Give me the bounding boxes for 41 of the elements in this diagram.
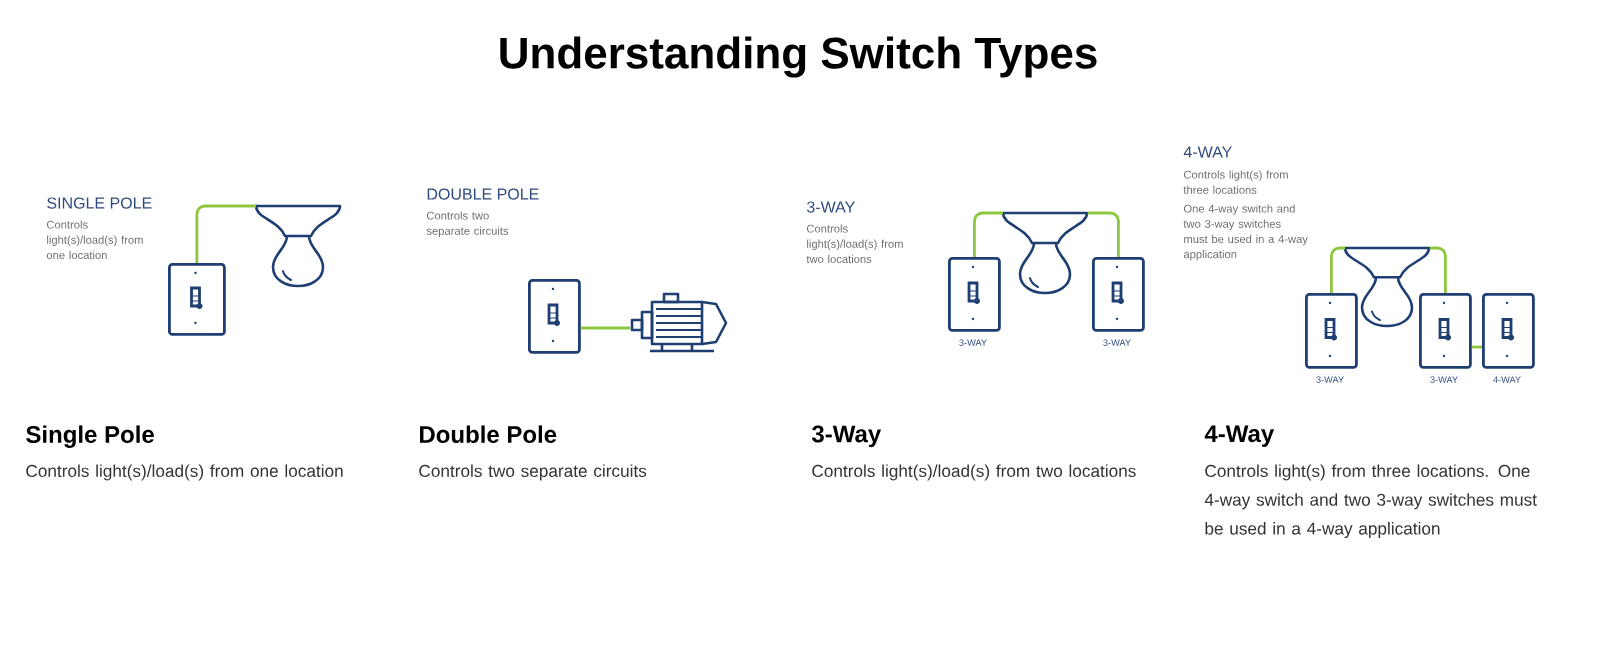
switch-plate bbox=[1419, 293, 1472, 369]
panel-note: Controls light(s) from three locations bbox=[1183, 170, 1288, 194]
light-bulb bbox=[254, 204, 342, 288]
section-heading: Single Pole bbox=[26, 425, 154, 448]
description: Controls light(s)/load(s) from one location bbox=[26, 464, 343, 481]
wire bbox=[1471, 345, 1482, 349]
light-bulb bbox=[1343, 246, 1431, 328]
switch-plate bbox=[1482, 293, 1535, 369]
panel-heading: DOUBLE POLE bbox=[427, 188, 539, 200]
wire bbox=[1429, 246, 1447, 293]
panel-heading: 3-WAY bbox=[807, 201, 855, 213]
description: Controls light(s)/load(s) from two locations bbox=[812, 464, 1136, 481]
wire bbox=[580, 326, 630, 330]
switch-plate bbox=[948, 257, 1001, 332]
switch-label: 3-WAY bbox=[1430, 376, 1458, 383]
section-heading: 4-Way bbox=[1204, 425, 1275, 447]
wire bbox=[195, 204, 256, 263]
switch-label: 3-WAY bbox=[1316, 376, 1344, 383]
description: Controls light(s) from three locations. One 4-way switch and two 3-way switches must be used in a 4-way application bbox=[1204, 464, 1537, 539]
switch-plate bbox=[168, 263, 226, 336]
panel-note: Controls light(s)/load(s) from two locations bbox=[806, 224, 903, 263]
switch-label: 4-WAY bbox=[1493, 376, 1521, 383]
section-heading: Double Pole bbox=[420, 425, 557, 443]
panel-heading: SINGLE POLE bbox=[47, 197, 152, 209]
panel-note: Controls light(s)/load(s) from one location bbox=[46, 220, 143, 259]
switch-plate bbox=[1305, 293, 1358, 369]
title: Understanding Switch Types bbox=[500, 36, 1097, 78]
wire bbox=[1330, 246, 1345, 293]
section-heading: 3-Way bbox=[812, 425, 882, 448]
switch-label: 3-WAY bbox=[1103, 339, 1131, 346]
wire bbox=[1087, 211, 1120, 257]
switch-plate bbox=[528, 279, 581, 354]
switch-label: 3-WAY bbox=[959, 339, 987, 346]
panel-note: Controls two separate circuits bbox=[426, 211, 509, 238]
panel-heading: 4-WAY bbox=[1183, 146, 1232, 158]
panel-note: One 4-way switch and two 3-way switches must be used in a 4-way application bbox=[1183, 204, 1308, 261]
wire bbox=[973, 211, 1003, 257]
switch-plate bbox=[1092, 257, 1145, 332]
description: Controls two separate circuits bbox=[419, 464, 647, 481]
light-bulb bbox=[1001, 211, 1089, 295]
motor bbox=[630, 292, 728, 353]
